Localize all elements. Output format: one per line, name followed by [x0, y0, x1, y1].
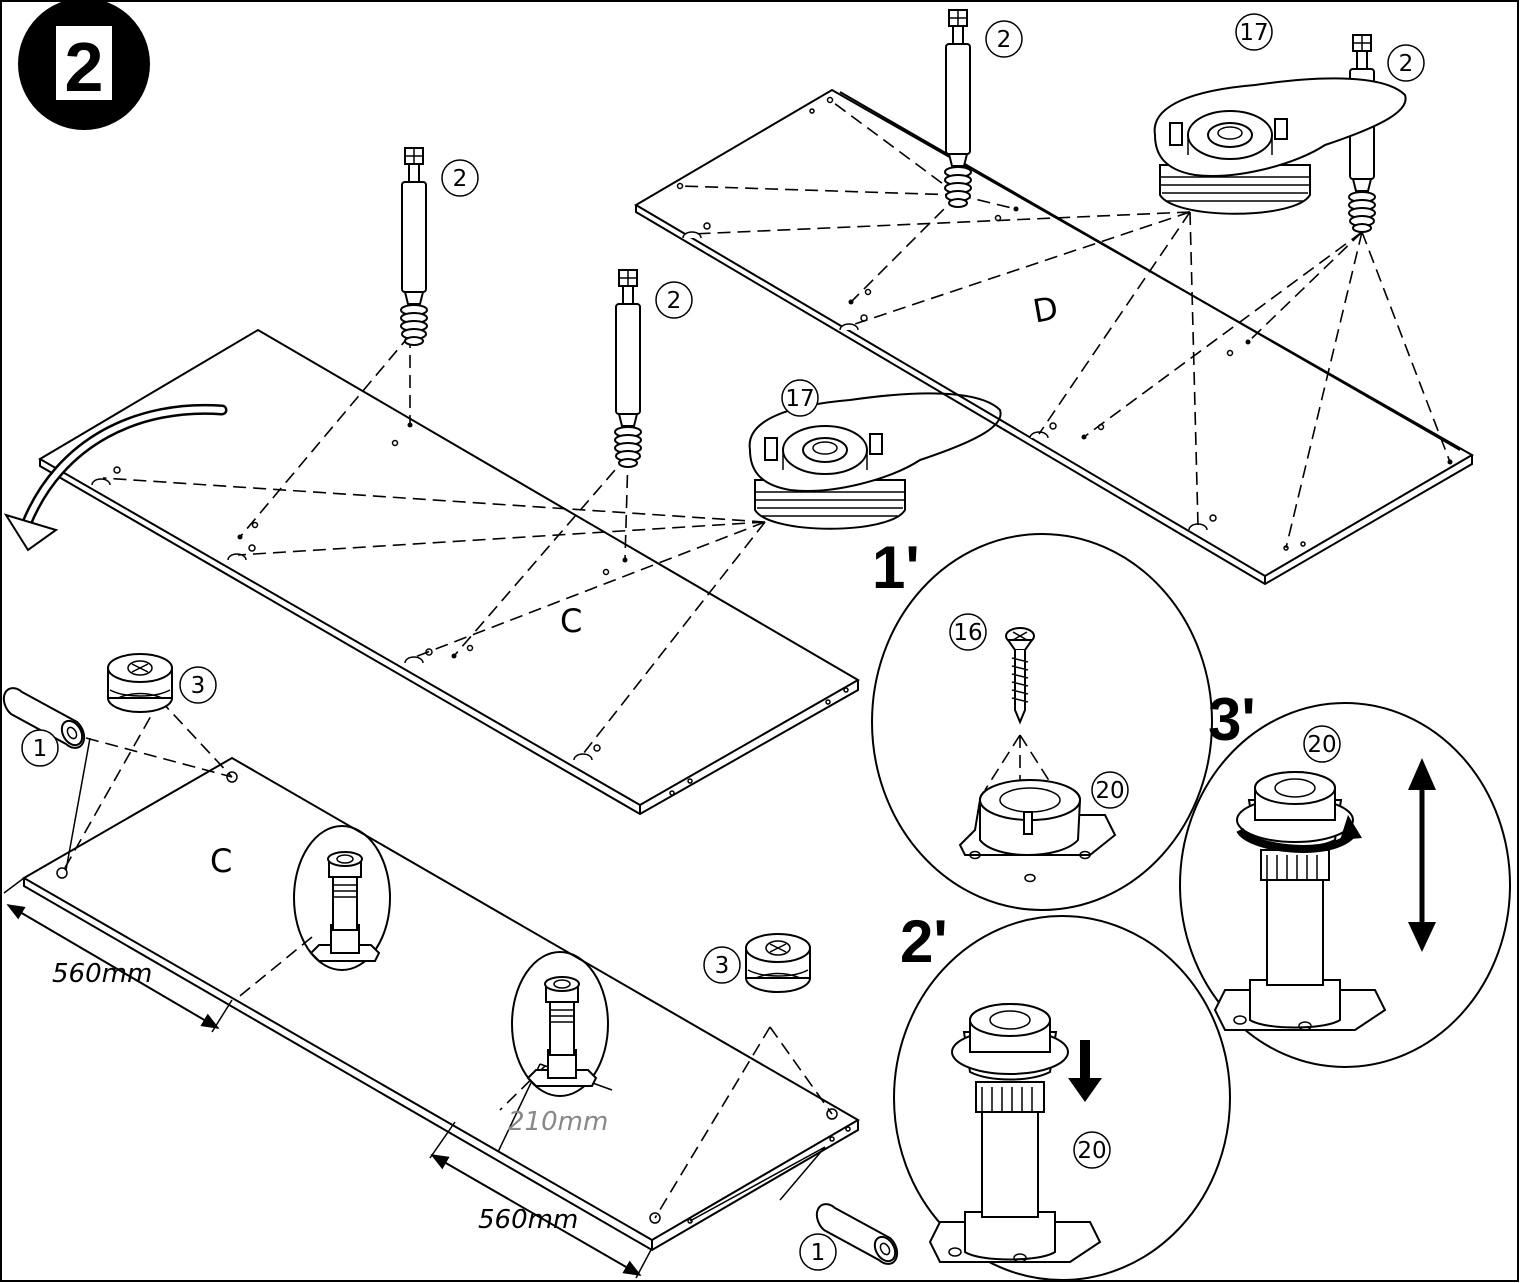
svg-text:2: 2 — [997, 27, 1012, 53]
substep-2-label: 2' — [900, 908, 948, 975]
callout-bolt-a: 2 — [441, 159, 479, 197]
dim-210: 210mm — [508, 1107, 608, 1137]
cam-bolt-3 — [944, 9, 972, 208]
svg-text:20: 20 — [1307, 732, 1336, 758]
cam-bolt-2 — [614, 269, 642, 468]
svg-text:3: 3 — [191, 673, 206, 699]
cam-lock-2 — [745, 933, 811, 993]
svg-text:1: 1 — [811, 1240, 826, 1266]
callout-dowel-b: 1 — [799, 1233, 837, 1271]
callout-cam-a: 3 — [179, 666, 217, 704]
svg-text:20: 20 — [1095, 778, 1124, 804]
panel-label: D — [1030, 289, 1061, 331]
callout-base-b: 17 — [1235, 13, 1273, 51]
callout-foot-b: 20 — [1073, 1131, 1111, 1169]
substep-1-label: 1' — [872, 534, 920, 601]
svg-text:16: 16 — [953, 620, 982, 646]
detail-1: 1' — [871, 533, 1213, 911]
callout-bolt-b: 2 — [655, 281, 693, 319]
callout-bolt-d: 2 — [1387, 44, 1425, 82]
panel-lower: C 560mm 560mm 210mm — [3, 699, 860, 1279]
substep-3-label: 3' — [1208, 686, 1256, 753]
dim-560-left: 560mm — [52, 959, 152, 989]
cam-bolt-1 — [400, 147, 428, 346]
panel-label: C — [210, 842, 232, 880]
step-number: 2 — [65, 28, 104, 106]
svg-text:2: 2 — [1399, 51, 1414, 77]
dim-560-right: 560mm — [478, 1205, 578, 1235]
callout-base-a: 17 — [781, 379, 819, 417]
callout-bolt-c: 2 — [985, 20, 1023, 58]
detail-3: 3' — [1179, 686, 1511, 1068]
panel-label: C — [560, 602, 582, 640]
svg-text:1: 1 — [33, 736, 48, 762]
screw-16 — [1005, 627, 1035, 725]
svg-text:20: 20 — [1077, 1138, 1106, 1164]
callout-foot-a: 20 — [1091, 771, 1129, 809]
detail-2: 2' — [893, 908, 1231, 1281]
callout-foot-c: 20 — [1303, 725, 1341, 763]
foot-base — [958, 779, 1117, 883]
callout-cam-b: 3 — [703, 946, 741, 984]
svg-text:17: 17 — [785, 386, 814, 412]
svg-text:2: 2 — [667, 288, 682, 314]
svg-text:3: 3 — [715, 953, 730, 979]
cam-lock-1 — [107, 653, 173, 713]
svg-text:17: 17 — [1239, 20, 1268, 46]
svg-text:2: 2 — [453, 166, 468, 192]
callout-screw: 16 — [949, 613, 987, 651]
cam-base-1 — [748, 392, 1002, 530]
step-badge: 2 — [18, 0, 150, 130]
callout-dowel-a: 1 — [21, 729, 59, 767]
panel-upper-left: C — [3, 328, 860, 816]
